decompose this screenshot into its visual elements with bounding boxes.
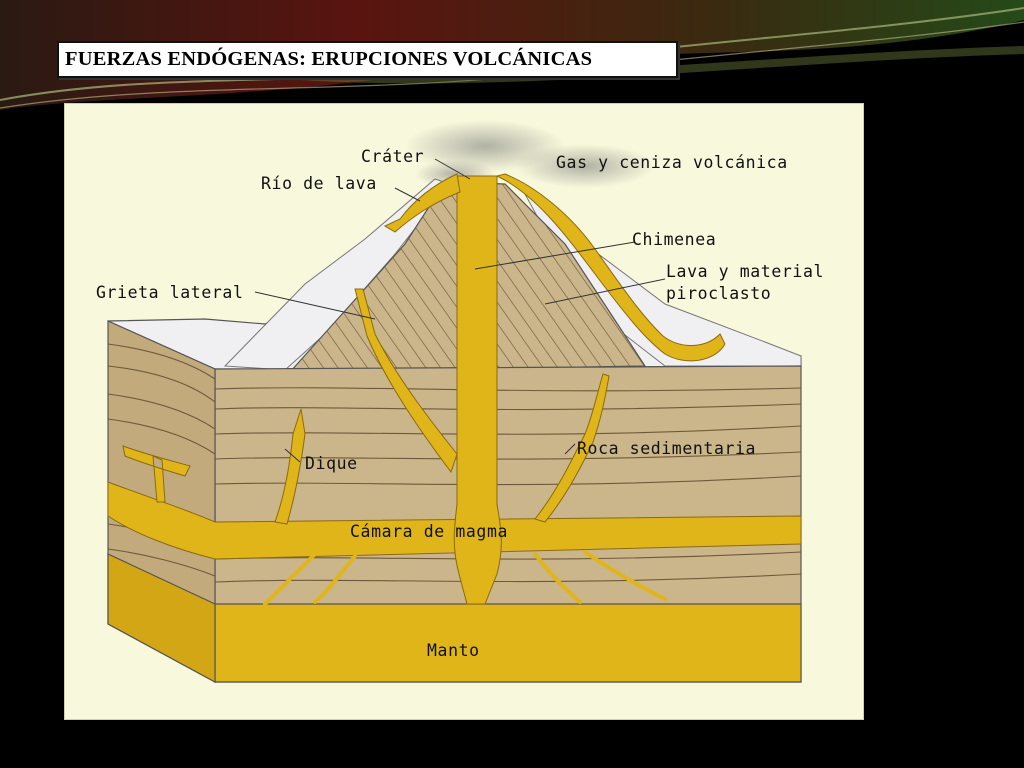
volcano-cross-section-diagram: Cráter Gas y ceniza volcánica Río de lav… <box>96 120 824 684</box>
volcano-diagram-panel: Cráter Gas y ceniza volcánica Río de lav… <box>64 103 864 720</box>
lava-river-left <box>383 173 461 233</box>
label-gas-ash: Gas y ceniza volcánica <box>556 153 788 172</box>
label-lava-material-2: piroclasto <box>666 284 771 303</box>
slide-title-box: FUERZAS ENDÓGENAS: ERUPCIONES VOLCÁNICAS <box>57 41 678 78</box>
lateral-crack-magma <box>354 288 458 474</box>
mantle-layer-front <box>214 603 802 683</box>
label-chimney: Chimenea <box>632 230 716 249</box>
slide-title: FUERZAS ENDÓGENAS: ERUPCIONES VOLCÁNICAS <box>65 48 593 70</box>
label-sedimentary-rock: Roca sedimentaria <box>577 439 756 458</box>
label-mantle: Manto <box>427 641 480 660</box>
label-lava-material-1: Lava y material <box>666 262 824 281</box>
magma-chimney <box>453 175 502 605</box>
label-dike: Dique <box>305 454 358 473</box>
label-lava-river: Río de lava <box>261 174 377 193</box>
label-lateral-crack: Grieta lateral <box>96 283 243 302</box>
mantle-layer-side <box>107 553 216 684</box>
magma-cracks <box>263 550 667 606</box>
label-magma-chamber: Cámara de magma <box>350 522 508 541</box>
lava-river-right <box>495 173 726 362</box>
dike-left <box>274 408 306 525</box>
ash-cloud <box>405 120 655 188</box>
label-leader-lines <box>254 158 666 463</box>
dike-right <box>534 373 610 523</box>
label-crater: Cráter <box>361 147 424 166</box>
side-sill <box>122 445 191 503</box>
